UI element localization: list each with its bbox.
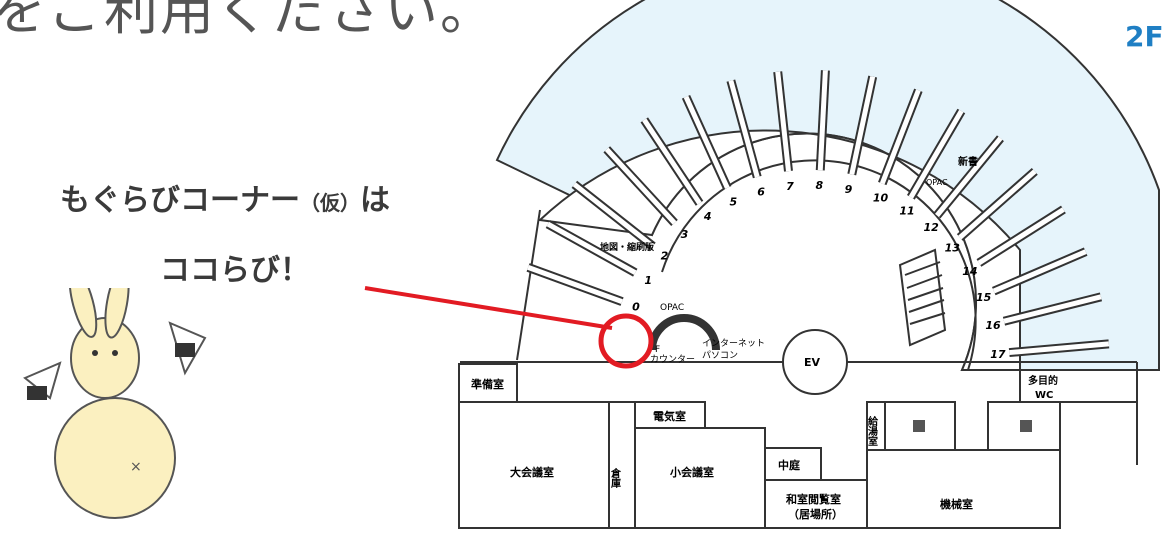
shelf-inner <box>1003 294 1102 324</box>
room-denki <box>634 401 706 429</box>
label-souko: 倉庫 <box>609 467 622 489</box>
label-shokaigi: 小会議室 <box>669 465 714 479</box>
shelf-inner <box>1009 341 1110 356</box>
shelf-inner <box>977 207 1065 266</box>
label-ev: EV <box>804 356 821 369</box>
stair-core <box>661 159 977 371</box>
rabbit-mascot-icon: × <box>23 288 207 519</box>
shelf-inner <box>572 182 655 249</box>
shelf-inner <box>849 76 876 175</box>
top-caption: をご利用ください。 <box>0 0 496 42</box>
shelf-number: 10 <box>873 191 889 204</box>
room-souko <box>608 401 636 529</box>
corner-label-tail: は <box>360 183 390 218</box>
label-shinsho: 新書 <box>958 155 978 168</box>
shelf-number: 4 <box>703 210 712 223</box>
label-opac: OPAC <box>926 178 948 187</box>
room-junbi <box>458 363 518 403</box>
ev-circle <box>782 329 848 395</box>
shelf-number: 8 <box>815 179 823 192</box>
label-junbi: 準備室 <box>471 377 504 391</box>
shelf-inner <box>817 70 828 171</box>
shelf-inner <box>527 265 623 304</box>
shelf-number: 1 <box>644 274 652 287</box>
shelf-inner <box>728 79 760 178</box>
corner-label: もぐらびコーナー（仮）は <box>60 175 390 219</box>
label-nakaniwa: 中庭 <box>778 458 800 472</box>
shelf-number: 6 <box>757 186 765 199</box>
svg-text:×: × <box>130 459 142 475</box>
corner-label-second-line: ココらび！ <box>160 253 310 288</box>
floor-label: 2F <box>1125 20 1164 53</box>
shelf-number: 7 <box>786 180 794 193</box>
shelf-inner <box>992 249 1087 294</box>
label-chizu: 地図・縮刷版 <box>600 241 654 253</box>
label-opac2: OPAC <box>660 303 684 313</box>
shelf-inner <box>879 89 921 185</box>
shelf-number: 12 <box>923 221 939 234</box>
label-kikai: 機械室 <box>940 497 973 511</box>
shelf-inner <box>604 147 677 225</box>
room-nakaniwa <box>764 447 822 481</box>
shelf-inner <box>958 169 1037 240</box>
room-daikaigi <box>458 401 610 529</box>
shelf-inner <box>908 109 964 199</box>
shelf-number: 0 <box>632 301 640 314</box>
shelf-number: 14 <box>962 265 977 278</box>
shelves <box>526 70 1110 358</box>
outer-wall-left <box>516 209 541 361</box>
room-tamokuteki <box>1019 369 1138 403</box>
shelf-number: 16 <box>985 319 1001 332</box>
highlight-circle <box>598 313 654 369</box>
shelf-number: 5 <box>730 196 738 209</box>
shelf-number: 9 <box>845 183 853 196</box>
shelf-number: 15 <box>976 291 992 304</box>
label-counter2: カウンター <box>650 354 695 365</box>
corner-label-paren: （仮） <box>300 191 360 215</box>
shelf-number: 3 <box>681 228 689 241</box>
shelf-inner <box>775 71 791 172</box>
shelf-number: 2 <box>661 250 669 263</box>
wc-icon-women <box>1020 420 1032 432</box>
label-daikaigi: 大会議室 <box>510 465 554 479</box>
label-internet2: パソコン <box>702 350 738 361</box>
counter-desk <box>648 314 720 351</box>
shelf-number: 17 <box>990 348 1006 361</box>
corner-label-main: もぐらびコーナー <box>60 183 300 218</box>
label-internet1: インターネット <box>702 338 765 349</box>
shelf-number: 11 <box>899 204 914 217</box>
shelf-inner <box>642 118 702 205</box>
label-counter1: F <box>655 345 660 355</box>
room-kikai <box>866 449 1061 529</box>
stairs <box>898 248 947 347</box>
label-washitsu-sub: （居場所） <box>788 507 843 521</box>
shelf-number: 13 <box>945 241 961 254</box>
shelf-inner <box>546 221 637 275</box>
pointer-line <box>364 286 613 330</box>
room-washitsu <box>764 479 868 529</box>
label-denki: 電気室 <box>653 409 686 423</box>
label-kyuto: 給湯室 <box>866 415 878 446</box>
label-tamokuteki: 多目的 <box>1028 374 1058 387</box>
wc-icon-men <box>913 420 925 432</box>
label-washitsu: 和室閲覧室 <box>786 492 841 506</box>
label-wc: WC <box>1035 390 1053 401</box>
shelf-inner <box>683 95 730 189</box>
shelf-inner <box>935 136 1003 218</box>
